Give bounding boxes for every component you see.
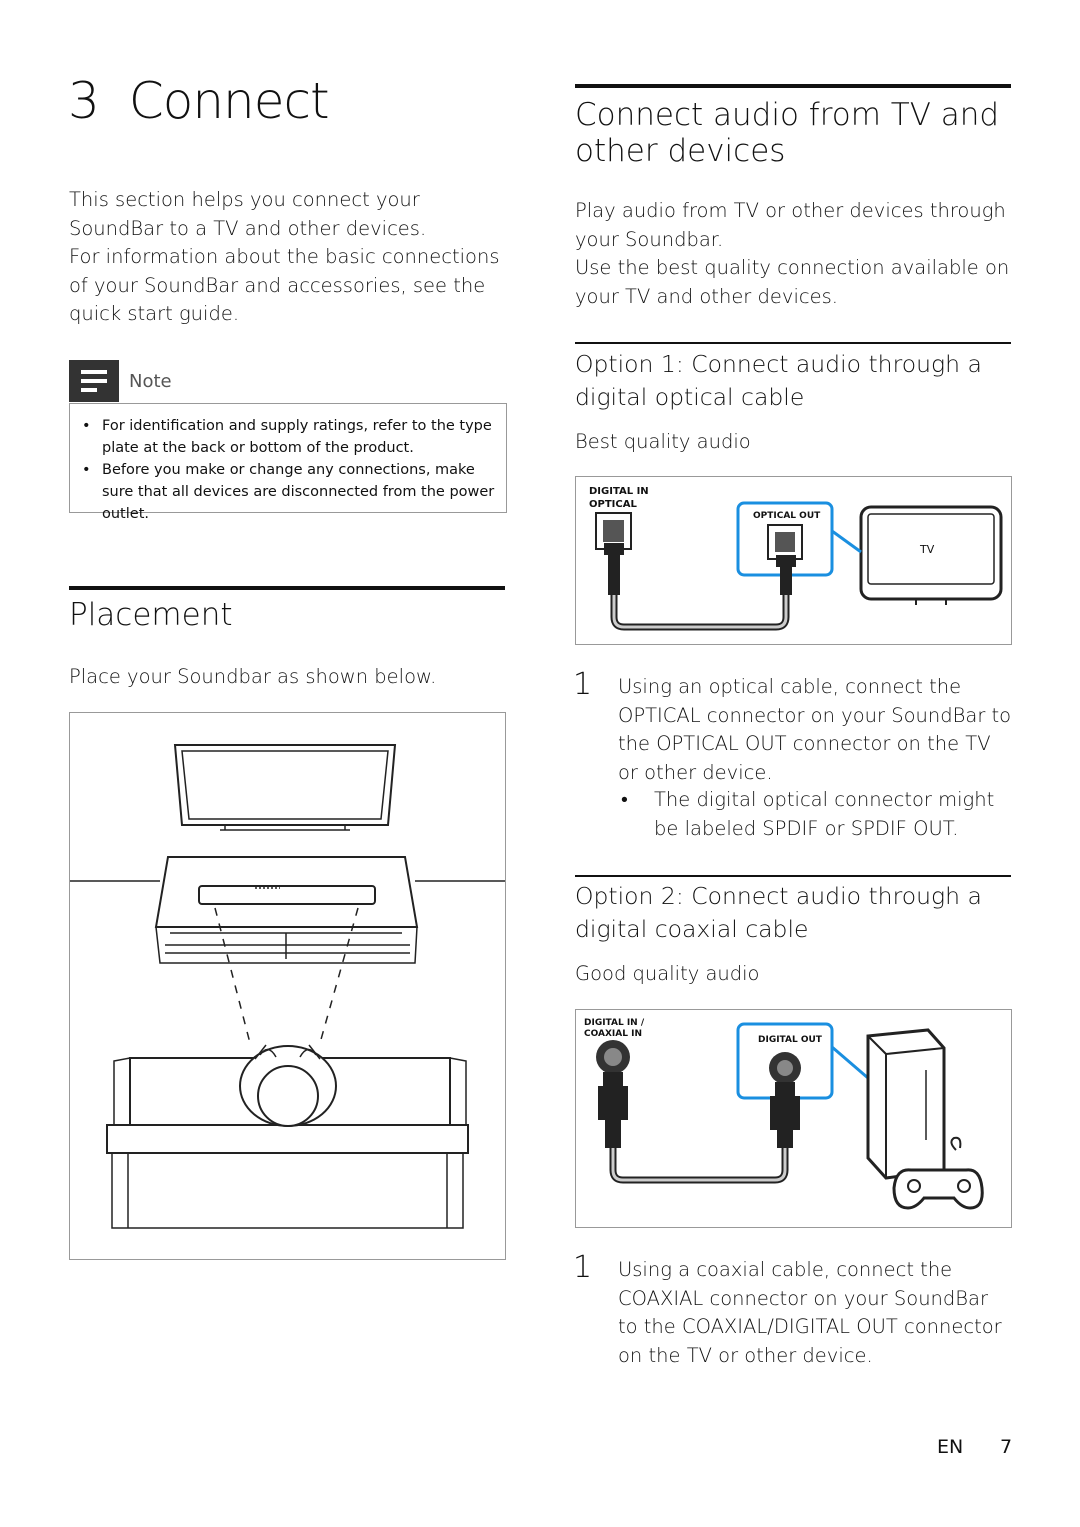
digital-in-line-2: OPTICAL	[589, 499, 637, 510]
connect-audio-p1: Play audio from TV or other devices thro…	[575, 199, 1006, 251]
placement-rule	[69, 586, 505, 590]
connect-audio-heading: Connect audio from TV and other devices	[575, 97, 1000, 169]
tv-label: TV	[920, 543, 935, 556]
coaxial-in-line-2: COAXIAL IN	[584, 1029, 642, 1039]
option1-rule	[575, 342, 1011, 344]
connect-audio-rule	[575, 84, 1011, 88]
optical-diagram-art	[595, 501, 1003, 631]
digital-in-line-1: DIGITAL IN	[589, 486, 649, 497]
option2-rule	[575, 875, 1011, 877]
note-icon	[69, 360, 119, 402]
option2-step-text: Using a coaxial cable, connect the COAXI…	[618, 1258, 1002, 1367]
option1-heading: Option 1: Connect audio through a digita…	[575, 350, 982, 411]
digital-out-label: DIGITAL OUT	[758, 1035, 822, 1045]
coaxial-in-line-1: DIGITAL IN /	[584, 1018, 645, 1028]
option1-step-text: Using an optical cable, connect the OPTI…	[618, 675, 1012, 784]
option1-bullet-marker: •	[621, 788, 628, 811]
option2-step-number: 1	[573, 1250, 593, 1285]
note-label: Note	[129, 371, 172, 392]
chapter-name: Connect	[128, 72, 330, 130]
placement-heading: Placement	[69, 597, 233, 633]
intro-paragraph-1: This section helps you connect your Soun…	[69, 188, 427, 240]
note-item: Before you make or change any connection…	[70, 459, 506, 525]
footer-language: EN	[937, 1436, 964, 1458]
placement-illustration	[70, 744, 505, 1229]
placement-text: Place your Soundbar as shown below.	[69, 665, 437, 688]
coaxial-diagram: DIGITAL IN / COAXIAL IN DIGITAL OUT	[575, 1009, 1012, 1228]
page-number: 7	[1000, 1436, 1013, 1458]
note-list: For identification and supply ratings, r…	[70, 404, 506, 525]
placement-figure	[69, 712, 506, 1260]
note-box: For identification and supply ratings, r…	[69, 403, 507, 522]
option2-heading: Option 2: Connect audio through a digita…	[575, 882, 982, 943]
option1-step-number: 1	[573, 667, 593, 702]
coaxial-in-label: DIGITAL IN / COAXIAL IN	[584, 1018, 644, 1040]
chapter-number: 3	[68, 72, 100, 130]
chapter-title: 3 Connect	[68, 72, 330, 130]
digital-in-label: DIGITAL IN OPTICAL	[589, 485, 649, 511]
coaxial-diagram-art	[596, 1022, 984, 1210]
optical-out-label: OPTICAL OUT	[753, 511, 821, 521]
option1-quality: Best quality audio	[575, 430, 751, 453]
intro-paragraph-2: For information about the basic connecti…	[69, 245, 500, 325]
connect-audio-p2: Use the best quality connection availabl…	[575, 256, 1010, 308]
option1-bullet-text: The digital optical connector might be l…	[654, 788, 995, 840]
note-item: For identification and supply ratings, r…	[70, 415, 506, 459]
option2-quality: Good quality audio	[575, 962, 760, 985]
optical-diagram: DIGITAL IN OPTICAL OPTICAL OUT TV	[575, 476, 1012, 645]
